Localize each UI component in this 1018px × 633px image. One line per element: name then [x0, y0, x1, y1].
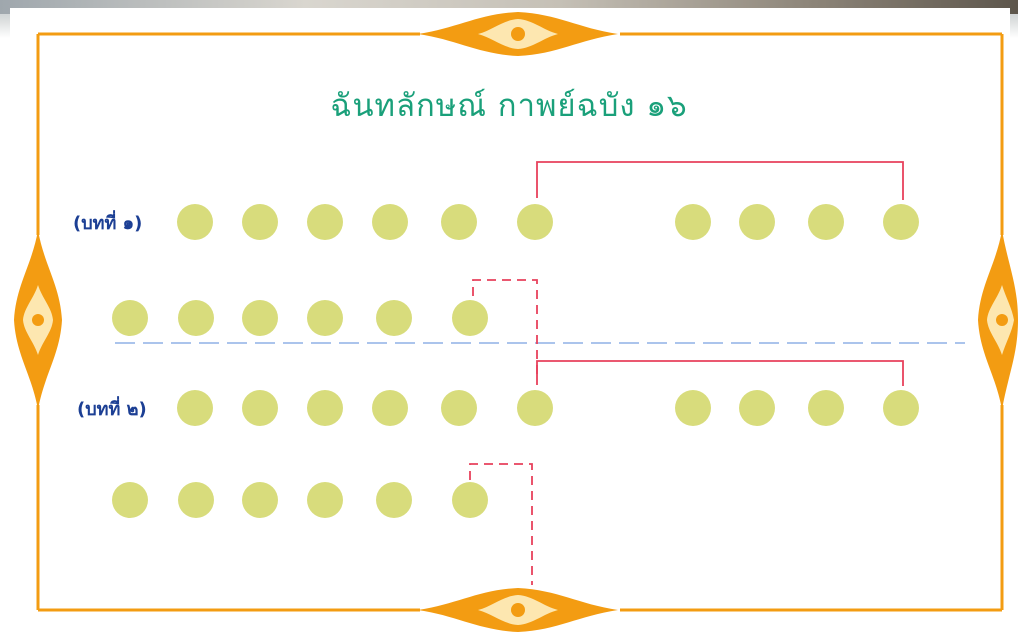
syllable-dot: [242, 300, 278, 336]
syllable-dot: [441, 390, 477, 426]
syllable-dot: [883, 390, 919, 426]
syllable-dot: [372, 390, 408, 426]
syllable-dot: [675, 204, 711, 240]
syllable-dot: [739, 204, 775, 240]
syllable-dot: [808, 204, 844, 240]
syllable-dot: [883, 204, 919, 240]
syllable-dot: [376, 300, 412, 336]
syllable-dot: [242, 390, 278, 426]
syllable-dot: [112, 300, 148, 336]
syllable-dot: [372, 204, 408, 240]
syllable-dot: [112, 482, 148, 518]
slide-page: [10, 8, 1010, 630]
syllable-dot: [675, 390, 711, 426]
syllable-dot: [307, 390, 343, 426]
syllable-dots: [112, 204, 919, 518]
syllable-dot: [178, 482, 214, 518]
rhyme-connectors: [469, 161, 904, 585]
stanza-label-2: (บทที่ ๒): [77, 399, 147, 420]
syllable-dot: [517, 390, 553, 426]
rhyme-line-stanza2-internal: [536, 360, 904, 386]
syllable-dot: [441, 204, 477, 240]
rhyme-line-stanza1-internal: [536, 161, 904, 200]
syllable-dot: [178, 300, 214, 336]
syllable-dot: [452, 300, 488, 336]
stanza-label-1: (บทที่ ๑): [73, 213, 143, 234]
syllable-dot: [517, 204, 553, 240]
rhyme-line-stanza2-outgoing: [469, 463, 533, 585]
syllable-dot: [307, 482, 343, 518]
syllable-dot: [177, 390, 213, 426]
syllable-dot: [242, 482, 278, 518]
rhyme-line-stanza1-to-stanza2: [472, 279, 538, 378]
syllable-dot: [808, 390, 844, 426]
syllable-dot: [177, 204, 213, 240]
syllable-dot: [739, 390, 775, 426]
syllable-dot: [376, 482, 412, 518]
diagram-title: ฉันทลักษณ์ กาพย์ฉบัง ๑๖: [330, 88, 688, 124]
frame-ornament-icon: [14, 12, 1018, 632]
syllable-dot: [452, 482, 488, 518]
decorative-frame: [36, 32, 1004, 612]
syllable-dot: [307, 204, 343, 240]
syllable-dot: [307, 300, 343, 336]
syllable-dot: [242, 204, 278, 240]
